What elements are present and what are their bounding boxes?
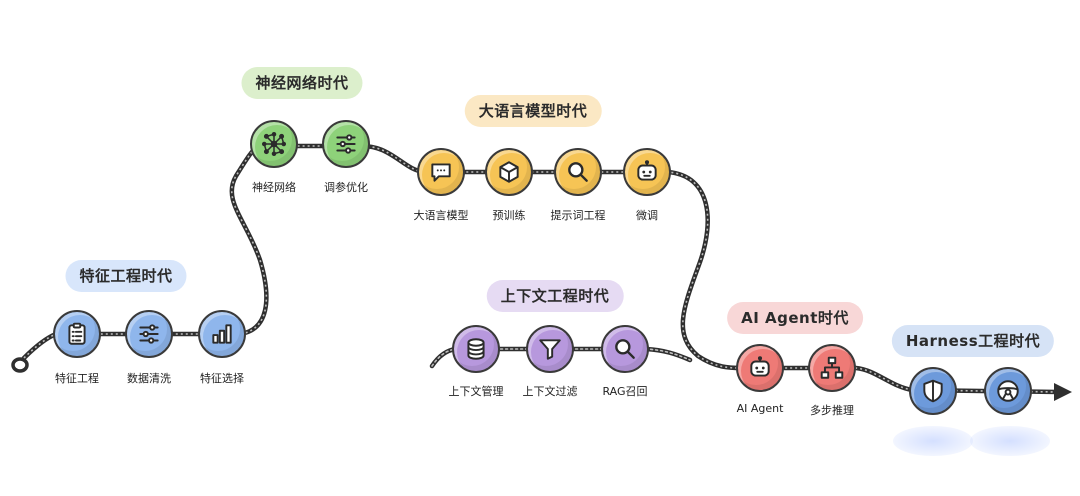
node-neural-network	[250, 120, 298, 168]
robot-icon	[750, 356, 770, 377]
cube-icon	[499, 161, 519, 183]
node-pretraining	[485, 148, 533, 196]
glow-highlight	[970, 426, 1050, 456]
node-label: AI Agent	[736, 402, 784, 415]
funnel-icon	[539, 339, 561, 360]
sliders-icon	[336, 134, 356, 154]
arrow-head-icon	[1054, 383, 1072, 401]
node-rag-recall	[601, 325, 649, 373]
era-title-context: 上下文工程时代	[486, 280, 624, 312]
node-finetuning	[623, 148, 671, 196]
steering-wheel-icon	[997, 380, 1019, 402]
node-multistep-reasoning	[808, 344, 856, 392]
rope-loop	[11, 357, 29, 373]
node-label: 上下文过滤	[522, 385, 578, 398]
rope-texture	[23, 145, 1059, 393]
magnifier-icon	[615, 339, 635, 359]
node-ai-agent	[736, 344, 784, 392]
chat-icon	[431, 163, 451, 182]
era-title-harness: Harness工程时代	[891, 325, 1055, 357]
node-label: 特征工程	[55, 372, 99, 385]
era-title-llm: 大语言模型时代	[464, 95, 602, 127]
node-prompt-engineering	[554, 148, 602, 196]
node-data-cleaning	[125, 310, 173, 358]
era-title-neural: 神经网络时代	[241, 67, 363, 99]
glow-highlight	[893, 426, 973, 456]
node-label: 预训练	[492, 209, 526, 222]
database-icon	[467, 338, 485, 360]
node-context-management	[452, 325, 500, 373]
node-context-filtering	[526, 325, 574, 373]
node-label: 多步推理	[810, 404, 854, 417]
shield-icon	[923, 379, 943, 403]
node-shield	[909, 367, 957, 415]
node-label: 提示词工程	[550, 209, 606, 222]
node-label: 神经网络	[252, 181, 296, 194]
era-title-agent: AI Agent时代	[727, 302, 863, 334]
node-label: 调参优化	[324, 181, 368, 194]
robot-icon	[637, 160, 657, 181]
node-feature-engineering	[53, 310, 101, 358]
node-label: 特征选择	[200, 372, 244, 385]
clipboard-icon	[68, 322, 86, 345]
magnifier-icon	[568, 162, 588, 182]
node-tuning	[322, 120, 370, 168]
node-label: 数据清洗	[127, 372, 171, 385]
node-label: 大语言模型	[413, 209, 469, 222]
node-label: 微调	[636, 209, 658, 222]
network-icon	[261, 131, 287, 157]
node-label: 上下文管理	[448, 385, 504, 398]
node-label: RAG召回	[602, 385, 648, 398]
sliders-icon	[139, 324, 159, 344]
node-feature-selection	[198, 310, 246, 358]
hierarchy-icon	[820, 356, 844, 379]
era-title-feature: 特征工程时代	[65, 260, 187, 292]
node-steering	[984, 367, 1032, 415]
node-llm	[417, 148, 465, 196]
bar-chart-icon	[212, 324, 232, 344]
